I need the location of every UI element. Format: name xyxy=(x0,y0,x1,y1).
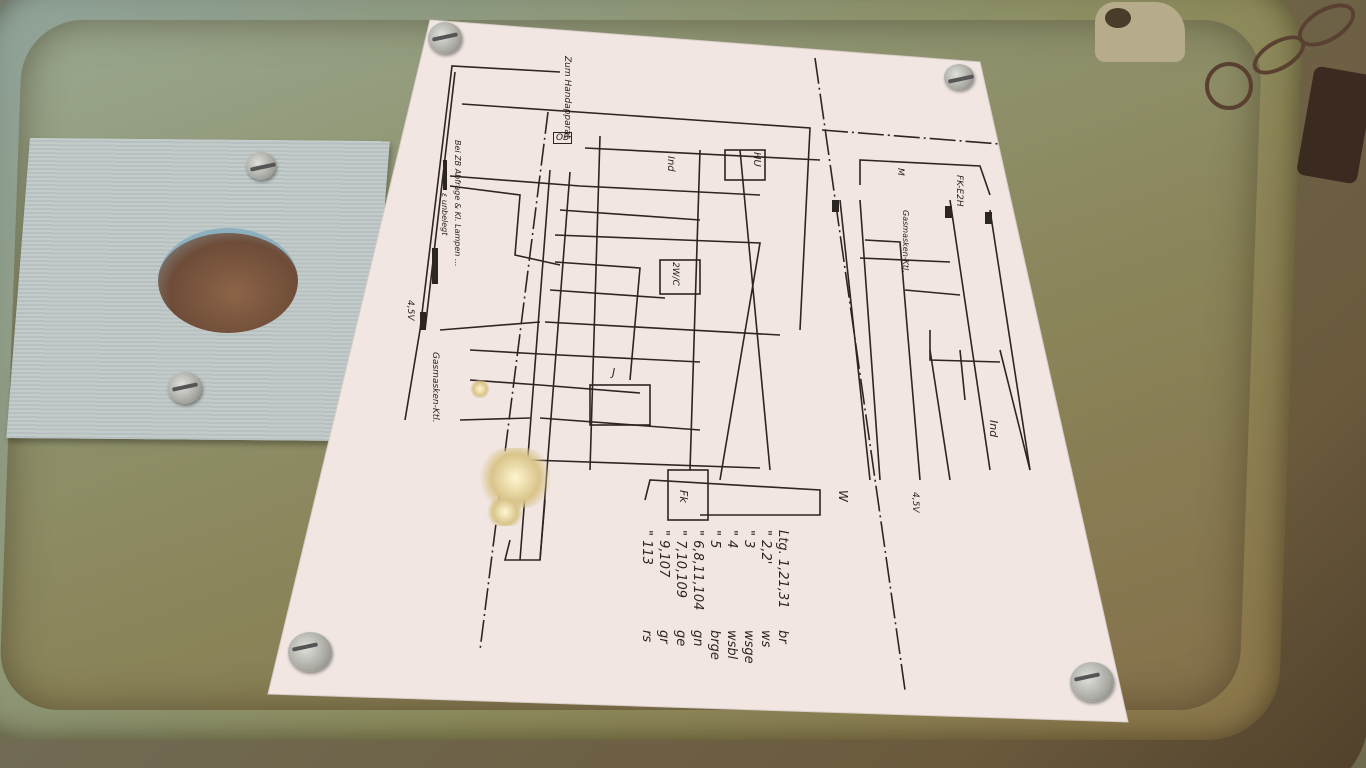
cover-plate-hole xyxy=(158,228,298,333)
screw-icon xyxy=(246,152,276,180)
screw-icon xyxy=(428,22,462,54)
screw-icon xyxy=(288,632,332,672)
mounting-tab xyxy=(1095,2,1185,62)
chain-link-icon xyxy=(1205,62,1253,110)
screw-icon xyxy=(168,372,202,404)
screw-icon xyxy=(944,64,974,90)
screw-icon xyxy=(1070,662,1114,702)
